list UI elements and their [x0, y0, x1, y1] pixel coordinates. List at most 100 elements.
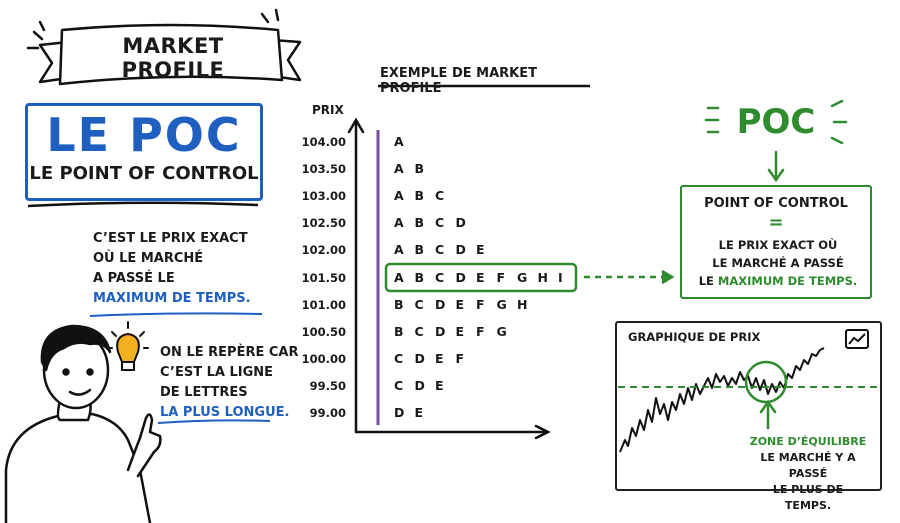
banner-ribbon: [38, 23, 302, 86]
profile-letter-row: A: [394, 134, 415, 149]
profile-letter: E: [414, 405, 424, 420]
profile-letter: E: [435, 377, 444, 393]
profile-price-label: 99.50: [309, 378, 346, 393]
repere-text: ON LE REPÈRE CAR C’EST LA LIGNE DE LETTR…: [160, 343, 300, 423]
profile-letter: A: [394, 188, 404, 204]
poc-definition-title: POINT OF CONTROL: [704, 196, 848, 211]
poc-right-title: POC: [736, 102, 816, 142]
profile-letter: I: [558, 269, 563, 285]
profile-price-label: 99.00: [309, 406, 346, 420]
poc-sparkle-icon: [704, 99, 848, 145]
profile-letter: C: [414, 323, 424, 339]
profile-letter: G: [496, 296, 507, 312]
profile-letter: A: [394, 242, 404, 258]
profile-axes: [347, 117, 551, 440]
poc-definition-text: LE PRIX EXACT OÙ LE MARCHÉ A PASSÉ LE MA…: [690, 236, 866, 290]
profile-letter: B: [394, 296, 404, 312]
zone-line: LE PLUS DE TEMPS.: [772, 483, 844, 512]
repere-underline: [157, 419, 271, 424]
profile-title: EXEMPLE DE MARKET PROFILE: [380, 66, 537, 96]
poc-subtitle: LE POINT OF CONTROL: [29, 163, 259, 184]
definition-highlight: MAXIMUM DE TEMPS.: [93, 291, 251, 306]
profile-letter: C: [435, 269, 445, 285]
poc-definition-highlight: MAXIMUM DE TEMPS.: [717, 274, 858, 288]
profile-price-label: 103.00: [301, 189, 346, 204]
equilibrium-circle: [744, 360, 788, 404]
character-illustration: [4, 324, 162, 523]
profile-letter: C: [435, 188, 445, 204]
profile-letter: B: [414, 161, 425, 177]
profile-letter: G: [517, 269, 528, 285]
profile-letter: D: [455, 242, 466, 258]
profile-letter: B: [414, 215, 425, 231]
profile-letter: H: [517, 296, 528, 312]
profile-letter: B: [414, 188, 425, 204]
zone-text: ZONE D’ÉQUILIBRE LE MARCHÉ Y A PASSÉ LE …: [748, 434, 868, 514]
profile-letter: A: [394, 269, 404, 285]
profile-price-label: 101.50: [301, 270, 346, 285]
poc-definition-prefix: LE: [698, 274, 718, 288]
definition-line: OÙ LE MARCHÉ: [93, 251, 204, 266]
profile-letter: C: [435, 242, 445, 258]
repere-line: C’EST LA LIGNE: [160, 365, 274, 380]
profile-price-label: 102.50: [301, 216, 346, 231]
poc-definition-equals: =: [768, 212, 784, 233]
definition-text: C’EST LE PRIX EXACT OÙ LE MARCHÉ A PASSÉ…: [93, 229, 283, 309]
profile-letter: D: [435, 296, 446, 312]
profile-letter: F: [455, 350, 465, 366]
profile-letter: H: [537, 269, 548, 285]
chart-trend-icon: [845, 329, 869, 349]
definition-line: C’EST LE PRIX EXACT: [93, 231, 248, 246]
profile-letter: E: [476, 269, 485, 285]
poc-box: [25, 103, 263, 201]
repere-highlight: LA PLUS LONGUE.: [160, 405, 290, 420]
profile-letter: D: [414, 350, 425, 366]
poc-box-underline: [27, 201, 259, 208]
profile-letter: G: [496, 323, 507, 339]
profile-price-label: 104.00: [301, 135, 346, 149]
price-line: [619, 347, 825, 453]
profile-price-label: 102.00: [301, 243, 346, 258]
price-chart-box: [615, 321, 882, 491]
dashed-arrow-to-poc-box: [584, 269, 675, 285]
zone-title: ZONE D’ÉQUILIBRE: [749, 435, 867, 448]
poc-definition-line: LE MARCHÉ A PASSÉ: [712, 256, 844, 270]
profile-price-label: 101.00: [301, 297, 346, 312]
zone-up-arrow: [759, 399, 777, 430]
profile-letter: B: [414, 242, 425, 258]
profile-letter: A: [394, 215, 404, 231]
profile-letter: E: [476, 242, 485, 258]
profile-letter: B: [394, 323, 404, 339]
profile-price-label: 100.00: [301, 351, 346, 366]
profile-letter: D: [394, 405, 405, 420]
sparkle-icon: [26, 8, 280, 50]
profile-price-label: 100.50: [301, 324, 346, 339]
profile-axis-label: PRIX: [312, 103, 344, 117]
profile-price-label: 103.50: [301, 162, 346, 177]
poc-row-highlight: [384, 262, 578, 293]
banner-title: MARKET PROFILE: [121, 34, 225, 82]
poc-definition-box: [680, 185, 872, 299]
profile-letter: A: [394, 161, 404, 177]
profile-letter: C: [435, 215, 445, 231]
poc-definition-line: LE MAXIMUM DE TEMPS.: [690, 272, 866, 290]
poc-title: LE POC: [46, 108, 242, 162]
profile-letter: E: [455, 296, 465, 312]
profile-letter: D: [455, 269, 466, 285]
profile-letter: F: [476, 296, 485, 312]
profile-letter: E: [435, 350, 444, 366]
profile-letter: C: [394, 350, 404, 366]
definition-underline: [89, 312, 263, 317]
profile-letter: D: [435, 323, 446, 339]
price-chart-title: GRAPHIQUE DE PRIX: [628, 330, 761, 344]
profile-letter: D: [414, 377, 425, 393]
repere-line: ON LE REPÈRE CAR: [160, 345, 299, 360]
